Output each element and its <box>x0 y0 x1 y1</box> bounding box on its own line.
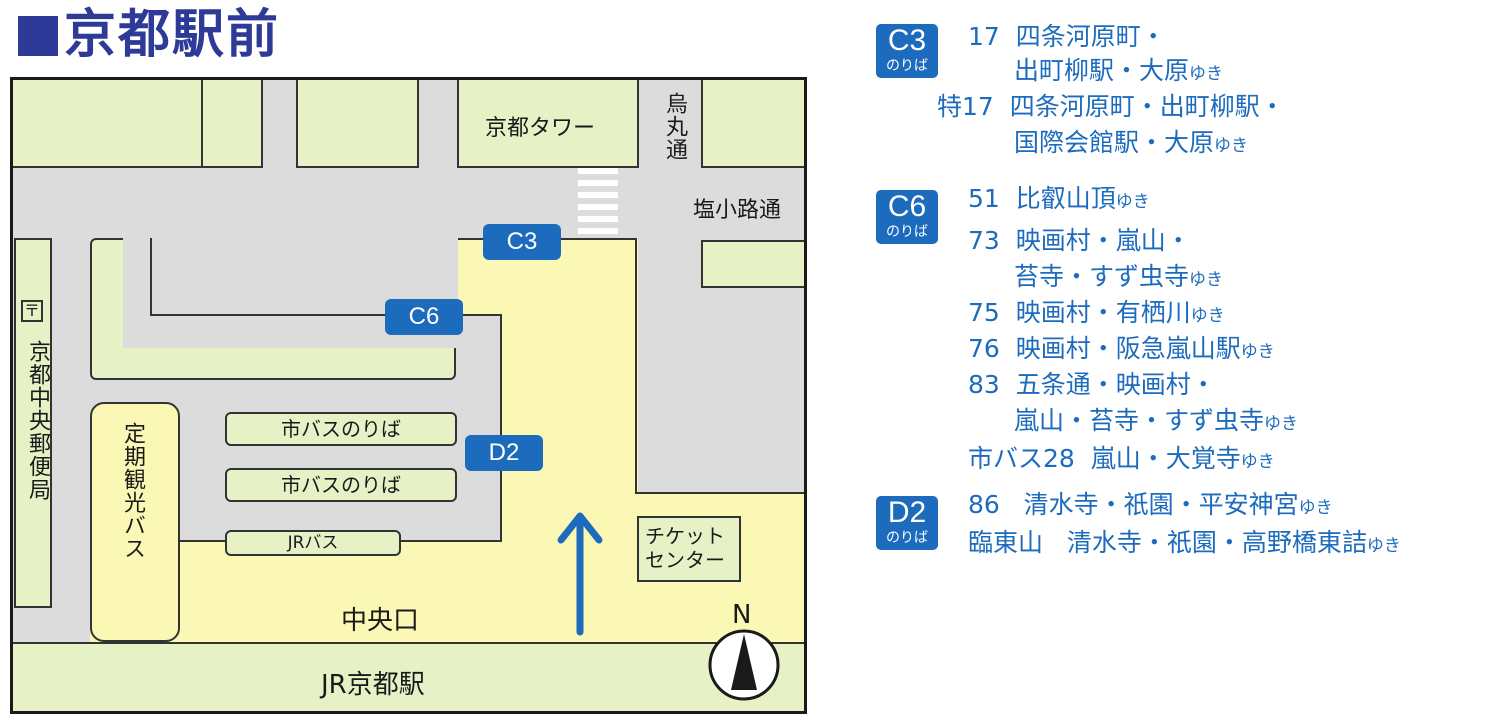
route-dest: 国際会館駅・大原 <box>1014 128 1215 157</box>
route-dest: 清水寺・祇園・平安神宮 <box>1023 490 1299 519</box>
plaza-edge-2 <box>635 492 804 494</box>
teiki-island: 定期観光バス <box>90 402 180 642</box>
d2-route-1: 86 清水寺・祇園・平安神宮ゆき <box>968 490 1333 523</box>
jr-kyoto-station: JR京都駅 <box>13 642 804 711</box>
building-top-5 <box>701 80 804 168</box>
building-right <box>701 240 804 288</box>
post-office-building: 〒 京都中央郵便局 <box>14 238 52 608</box>
building-top-1 <box>13 80 203 168</box>
badge-c6-noriba: のりば <box>886 223 928 239</box>
jr-station-label: JR京都駅 <box>321 670 425 700</box>
city-bus-platform-2: 市バスのりば <box>225 468 457 502</box>
route-dest: 五条通・映画村・ <box>1015 370 1216 399</box>
yuki-suffix: ゆき <box>1190 306 1225 326</box>
route-number: 17 <box>968 22 1000 51</box>
c6-route-1: 51 比叡山頂ゆき <box>968 184 1150 217</box>
route-dest: 比叡山頂 <box>1015 184 1116 213</box>
badge-c6-code: C6 <box>887 190 927 223</box>
yuki-suffix: ゆき <box>1189 270 1224 290</box>
route-number: 51 <box>968 184 1000 213</box>
building-top-3 <box>296 80 419 168</box>
c6-route-3: 75 映画村・有栖川ゆき <box>968 298 1225 331</box>
route-number: 86 <box>968 490 1000 519</box>
c3-route-1-cont: 出町柳駅・大原ゆき <box>1014 56 1223 89</box>
shiokoji-street-label: 塩小路通 <box>693 198 782 223</box>
plaza-edge <box>635 238 637 494</box>
post-office-icon: 〒 <box>21 300 43 322</box>
yuki-suffix: ゆき <box>1240 342 1275 362</box>
badge-c3: C3 のりば <box>876 24 938 78</box>
route-number: 特17 <box>937 92 994 121</box>
post-office-label: 京都中央郵便局 <box>25 340 50 501</box>
building-top-2 <box>201 80 263 168</box>
island-line <box>150 238 152 316</box>
yuki-suffix: ゆき <box>1115 192 1150 212</box>
kyoto-tower-label: 京都タワー <box>485 116 596 141</box>
c3-route-2: 特17 四条河原町・出町柳駅・ <box>937 92 1285 122</box>
c6-route-5-cont: 嵐山・苔寺・すず虫寺ゆき <box>1014 406 1298 439</box>
route-number: 76 <box>968 334 1000 363</box>
route-dest: 映画村・阪急嵐山駅 <box>1015 334 1241 363</box>
c6-route-2-cont: 苔寺・すず虫寺ゆき <box>1014 262 1223 295</box>
teiki-label: 定期観光バス <box>120 422 145 560</box>
c6-route-4: 76 映画村・阪急嵐山駅ゆき <box>968 334 1275 367</box>
badge-d2: D2 のりば <box>876 496 938 550</box>
c6-route-2: 73 映画村・嵐山・ <box>968 226 1191 256</box>
stop-c3[interactable]: C3 <box>483 224 561 260</box>
route-dest: 出町柳駅・大原 <box>1014 56 1190 85</box>
route-dest: 嵐山・苔寺・すず虫寺 <box>1014 406 1265 435</box>
chuoguchi-label: 中央口 <box>341 606 420 636</box>
yuki-suffix: ゆき <box>1298 498 1333 518</box>
route-dest: 四条河原町・ <box>1015 22 1166 51</box>
yuki-suffix: ゆき <box>1214 136 1249 156</box>
route-dest: 嵐山・大覚寺 <box>1090 444 1241 473</box>
route-dest: 映画村・有栖川 <box>1015 298 1191 327</box>
d2-route-2: 臨東山 清水寺・祇園・高野橋東詰ゆき <box>968 528 1401 561</box>
route-number: 臨東山 <box>968 528 1044 557</box>
ticket-center: チケットセンター <box>637 516 741 582</box>
c6-route-5: 83 五条通・映画村・ <box>968 370 1216 400</box>
route-dest: 映画村・嵐山・ <box>1015 226 1191 255</box>
jr-bus-platform: JRバス <box>225 530 401 556</box>
badge-d2-noriba: のりば <box>886 529 928 545</box>
stop-d2[interactable]: D2 <box>465 435 543 471</box>
route-number: 83 <box>968 370 1000 399</box>
crosswalk <box>578 168 618 240</box>
badge-c3-code: C3 <box>887 24 927 57</box>
yuki-suffix: ゆき <box>1366 536 1401 556</box>
c3-route-2-cont: 国際会館駅・大原ゆき <box>1014 128 1248 161</box>
route-number: 73 <box>968 226 1000 255</box>
badge-c6: C6 のりば <box>876 190 938 244</box>
compass-icon <box>708 629 780 701</box>
kyoto-tower-building: 京都タワー <box>457 80 639 168</box>
route-dest: 四条河原町・出町柳駅・ <box>1009 92 1285 121</box>
yuki-suffix: ゆき <box>1240 452 1275 472</box>
yuki-suffix: ゆき <box>1264 414 1299 434</box>
yuki-suffix: ゆき <box>1189 64 1224 84</box>
route-dest: 清水寺・祇園・高野橋東詰 <box>1066 528 1367 557</box>
north-arrow-icon <box>557 512 603 636</box>
page-title: 京都駅前 <box>64 5 281 65</box>
station-map: 京都タワー 烏丸通 塩小路通 〒 京都中央郵便局 定期観光バス 市バスのりば 市… <box>10 77 807 714</box>
city-bus-platform-1: 市バスのりば <box>225 412 457 446</box>
stop-c6[interactable]: C6 <box>385 299 463 335</box>
route-dest: 苔寺・すず虫寺 <box>1014 262 1190 291</box>
route-number: 市バス28 <box>968 444 1075 473</box>
island-line-2 <box>150 314 502 316</box>
title-square-icon <box>18 16 58 56</box>
karasuma-street-label: 烏丸通 <box>662 92 687 161</box>
badge-d2-code: D2 <box>887 496 927 529</box>
c3-route-1: 17 四条河原町・ <box>968 22 1166 52</box>
north-label: N <box>732 600 752 630</box>
route-number: 75 <box>968 298 1000 327</box>
badge-c3-noriba: のりば <box>886 57 928 73</box>
c6-route-6: 市バス28 嵐山・大覚寺ゆき <box>968 444 1275 477</box>
